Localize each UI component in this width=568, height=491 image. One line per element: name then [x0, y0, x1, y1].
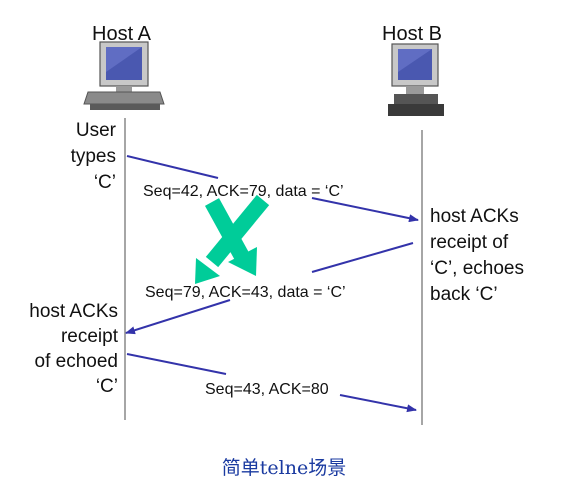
note-host-a-ack-line1: host ACKs: [29, 301, 118, 322]
diagram-caption: 简单telne场景: [222, 457, 346, 479]
note-host-b-line4: back ‘C’: [430, 284, 498, 305]
note-host-a-ack-line4: ‘C’: [96, 376, 118, 397]
note-host-b-line3: ‘C’, echoes: [430, 258, 524, 279]
note-user-types-line2: types: [71, 146, 116, 167]
crossed-arrows-icon: [195, 194, 270, 284]
message-2-arrow-start: [311, 242, 414, 273]
note-host-b-line2: receipt of: [430, 232, 509, 253]
note-user-types-line1: User: [76, 120, 117, 141]
message-1-arrow-start: [126, 155, 219, 179]
note-host-a-ack-line2: receipt: [61, 326, 119, 347]
message-1-arrow-end: [311, 197, 419, 223]
message-1-label: Seq=42, ACK=79, data = ‘C’: [143, 183, 344, 200]
host-a-computer-icon: [83, 41, 165, 110]
note-host-a-ack-line3: of echoed: [35, 351, 118, 372]
message-3-arrow-end: [339, 394, 417, 413]
host-b-computer-icon: [388, 43, 444, 116]
host-a-label: Host A: [92, 23, 152, 45]
message-3-arrow-start: [126, 353, 227, 375]
host-b-label: Host B: [382, 23, 442, 45]
message-3-label: Seq=43, ACK=80: [205, 381, 329, 398]
message-2-arrow-end: [125, 299, 231, 335]
message-2-label: Seq=79, ACK=43, data = ‘C’: [145, 284, 346, 301]
note-user-types-line3: ‘C’: [94, 172, 116, 193]
note-host-b-line1: host ACKs: [430, 206, 519, 227]
